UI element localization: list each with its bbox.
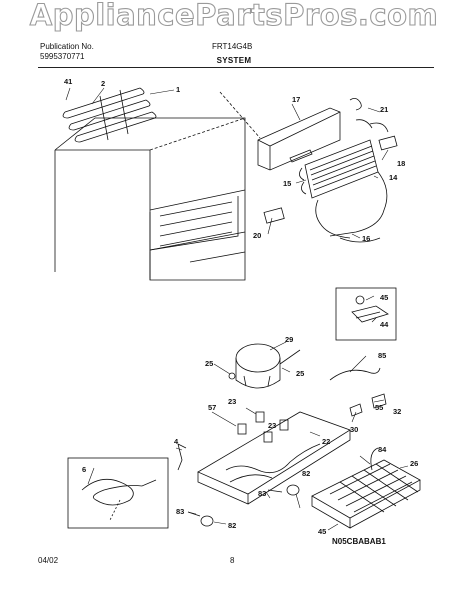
drain-pan: [311, 447, 421, 529]
callout: 85: [378, 351, 386, 360]
part-21-tube: [349, 98, 389, 133]
watermark: AppliancePartsPros.com: [29, 0, 439, 33]
clip-4: [177, 443, 187, 471]
callout: 2: [101, 79, 105, 88]
base-plate: [197, 411, 351, 505]
screws-83: [187, 489, 283, 517]
callout: 84: [378, 445, 387, 454]
diagram-code: N05CBABAB1: [332, 537, 386, 546]
callout: 6: [82, 465, 86, 474]
foot-82-left: [200, 515, 214, 527]
callout: 23: [268, 421, 276, 430]
callout: 57: [208, 403, 216, 412]
callout: 41: [64, 77, 72, 86]
callout: 45: [380, 293, 388, 302]
callout: 25: [296, 369, 304, 378]
bracket-44: [351, 305, 389, 323]
footer-date: 04/02: [38, 556, 59, 565]
callout: 82: [302, 469, 310, 478]
heater-85: [329, 367, 381, 381]
part-55: [371, 393, 387, 409]
callout: 1: [176, 85, 180, 94]
callout: 20: [253, 231, 261, 240]
callout-labels: 41 2 1 17 21 18 15 14 20 16 45 44 29 85 …: [64, 77, 418, 536]
callout: 32: [393, 407, 401, 416]
callout: 44: [380, 320, 389, 329]
callout: 83: [258, 489, 266, 498]
callout: 82: [228, 521, 236, 530]
condenser-coil: [62, 87, 157, 143]
screw-45: [355, 295, 365, 305]
inset-box: [335, 287, 397, 341]
publication-number: 5995370771: [40, 52, 85, 61]
grommets: [237, 411, 289, 443]
callout: 25: [205, 359, 213, 368]
callout: 83: [176, 507, 184, 516]
callout: 17: [292, 95, 300, 104]
part-18-pad: [378, 135, 398, 151]
callout: 22: [322, 437, 330, 446]
evaporator-assembly: [219, 91, 379, 199]
callout: 14: [389, 173, 398, 182]
drain-tube: [315, 171, 388, 243]
callout: 45: [318, 527, 326, 536]
part-20-pad: [263, 207, 285, 224]
callout: 16: [362, 234, 370, 243]
foot-82-right: [286, 484, 300, 496]
callout: 15: [283, 179, 291, 188]
callout: 18: [397, 159, 405, 168]
section-title: SYSTEM: [216, 56, 252, 65]
publication-label: Publication No.: [40, 42, 94, 51]
compressor: [228, 343, 301, 389]
page-number: 8: [230, 556, 235, 565]
callout: 55: [375, 403, 383, 412]
callout: 21: [380, 105, 388, 114]
callout: 23: [228, 397, 236, 406]
callout: 30: [350, 425, 358, 434]
callout: 26: [410, 459, 418, 468]
model-number: FRT14G4B: [212, 42, 253, 51]
cord-inset: [67, 457, 169, 529]
callout: 29: [285, 335, 293, 344]
power-cord: [81, 478, 157, 506]
cabinet: [54, 117, 246, 281]
title-rule: [38, 67, 434, 68]
callout: 4: [174, 437, 179, 446]
part-30: [349, 403, 363, 417]
